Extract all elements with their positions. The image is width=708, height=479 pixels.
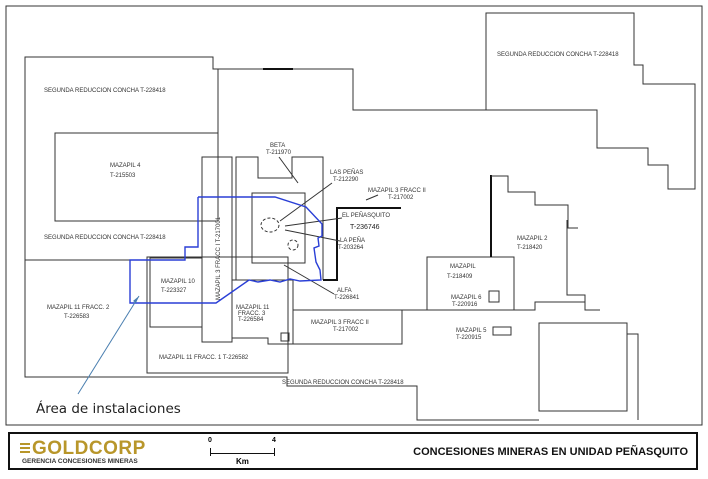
scale-line: [210, 453, 275, 454]
logo-text: GOLDCORP: [32, 438, 146, 459]
pit-la-pena: [287, 239, 299, 251]
parcel-mazapil-2: [491, 175, 578, 229]
scale-start: 0: [208, 437, 212, 444]
label-mazapil-11-fracc-3-name: MAZAPIL 11: [236, 305, 270, 311]
arrow-head-icon: [133, 296, 139, 303]
label-mazapil-3-fracc-ii-low-name: MAZAPIL 3 FRACC II: [311, 320, 369, 326]
label-mazapil-4-id: T-215503: [110, 173, 136, 179]
label-la-pena-name: LA PEÑA: [340, 237, 365, 244]
parcel-east-block: [538, 322, 628, 412]
label-las-penas-name: LAS PEÑAS: [330, 169, 363, 176]
label-mazapil-11-fracc-1: MAZAPIL 11 FRACC. 1 T-226582: [159, 355, 249, 361]
label-mazapil-10-id: T-223327: [161, 288, 187, 294]
scale-tick: [210, 448, 211, 456]
label-mazapil-id: T-218409: [447, 274, 473, 280]
label-src-bottom: SEGUNDA REDUCCION CONCHA T-228418: [282, 380, 404, 386]
parcel-mazapil-11-fracc-1: [146, 256, 289, 374]
label-mazapil-5-id: T-220915: [456, 335, 482, 341]
annotation-facility-area: Área de instalaciones: [36, 400, 181, 417]
label-src-top-left: SEGUNDA REDUCCION CONCHA T-228418: [44, 88, 166, 94]
label-el-penasquito-id: T-236746: [350, 224, 380, 231]
map-frame: [5, 5, 703, 426]
parcel-src-left: [24, 56, 539, 421]
label-mazapil-name: MAZAPIL: [450, 264, 476, 270]
label-mazapil-4-name: MAZAPIL 4: [110, 163, 141, 169]
scale-unit: Km: [236, 457, 249, 466]
label-el-penasquito-name: EL PEÑASQUITO: [342, 212, 390, 219]
leader-las-penas: [279, 182, 333, 222]
label-mazapil-2-id: T-218420: [517, 245, 543, 251]
title-block: GOLDCORP GERENCIA CONCESIONES MINERAS 0 …: [8, 432, 698, 470]
label-mazapil-3-fracc-i: MAZAPIL 3 FRACC I T-217001: [216, 216, 222, 300]
label-mazapil-11-fracc-2-id: T-226583: [64, 314, 90, 320]
label-mazapil-5-name: MAZAPIL 5: [456, 328, 487, 334]
logo-subtitle: GERENCIA CONCESIONES MINERAS: [22, 458, 138, 465]
parcel-mazapil-5: [492, 326, 512, 336]
parcel-src-bottom: [292, 310, 403, 345]
label-mazapil-11-fracc-3-id: T-226584: [238, 317, 264, 323]
label-beta-id: T-211970: [266, 150, 292, 156]
label-mazapil-6-name: MAZAPIL 6: [451, 295, 482, 301]
parcel-el-penasquito-boundary: [323, 207, 401, 281]
label-las-penas-id: T-212290: [333, 177, 359, 183]
parcel-inner: [251, 192, 306, 264]
label-src-top-right: SEGUNDA REDUCCION CONCHA T-228418: [497, 52, 619, 58]
parcel-mazapil-6: [488, 290, 500, 303]
label-mazapil-11-fracc-3-sub: FRACC. 3: [238, 311, 266, 317]
label-alfa-id: T-226841: [334, 295, 360, 301]
label-mazapil-3-fracc-ii-low-id: T-217002: [333, 327, 359, 333]
label-mazapil-11-fracc-2-name: MAZAPIL 11 FRACC. 2: [47, 305, 110, 311]
parcel-src-top: [218, 12, 696, 190]
label-la-pena-id: T-203264: [338, 245, 364, 251]
logo-bars-icon: [20, 443, 30, 454]
label-mazapil-3-fracc-ii-up-id: T-217002: [388, 195, 414, 201]
label-alfa-name: ALFA: [337, 288, 352, 294]
parcel-mazapil-2-east: [566, 220, 586, 302]
annotation-arrow: [77, 295, 140, 395]
parcel-center: [235, 156, 324, 280]
leader-el-penasquito: [284, 217, 343, 227]
label-mazapil-3-fracc-ii-up-name: MAZAPIL 3 FRACC II: [368, 188, 426, 194]
parcel-mazapil-3-fracc-ii: [293, 301, 600, 311]
facility-area-outline: [129, 196, 323, 304]
parcel-east-strip: [627, 333, 639, 420]
parcel-mazapil-11-fracc-3: [232, 279, 294, 345]
label-mazapil-6-id: T-220916: [452, 302, 478, 308]
leader-alfa: [283, 264, 335, 295]
concessions-map: SEGUNDA REDUCCION CONCHA T-228418 SEGUND…: [5, 5, 703, 426]
goldcorp-logo: GOLDCORP: [20, 438, 146, 460]
label-beta-name: BETA: [270, 143, 285, 149]
leader-la-pena: [284, 229, 341, 242]
parcel-mazapil-11-fracc-3-box: [280, 332, 290, 342]
pit-las-penas: [260, 217, 280, 233]
parcel-mazapil: [426, 256, 515, 311]
leader-beta: [278, 156, 299, 184]
scale-tick: [274, 448, 275, 456]
leader-mazapil-3-fracc-ii: [365, 194, 379, 201]
parcel-mazapil-10: [149, 257, 203, 328]
scale-bar: 0 4 Km: [208, 437, 278, 467]
parcel-mazapil-4: [54, 132, 219, 222]
label-mazapil-10-name: MAZAPIL 10: [161, 279, 195, 285]
scale-end: 4: [272, 437, 276, 444]
map-title: CONCESIONES MINERAS EN UNIDAD PEÑASQUITO: [413, 446, 688, 458]
label-mazapil-2-name: MAZAPIL 2: [517, 236, 548, 242]
label-src-mid-left: SEGUNDA REDUCCION CONCHA T-228418: [44, 235, 166, 241]
